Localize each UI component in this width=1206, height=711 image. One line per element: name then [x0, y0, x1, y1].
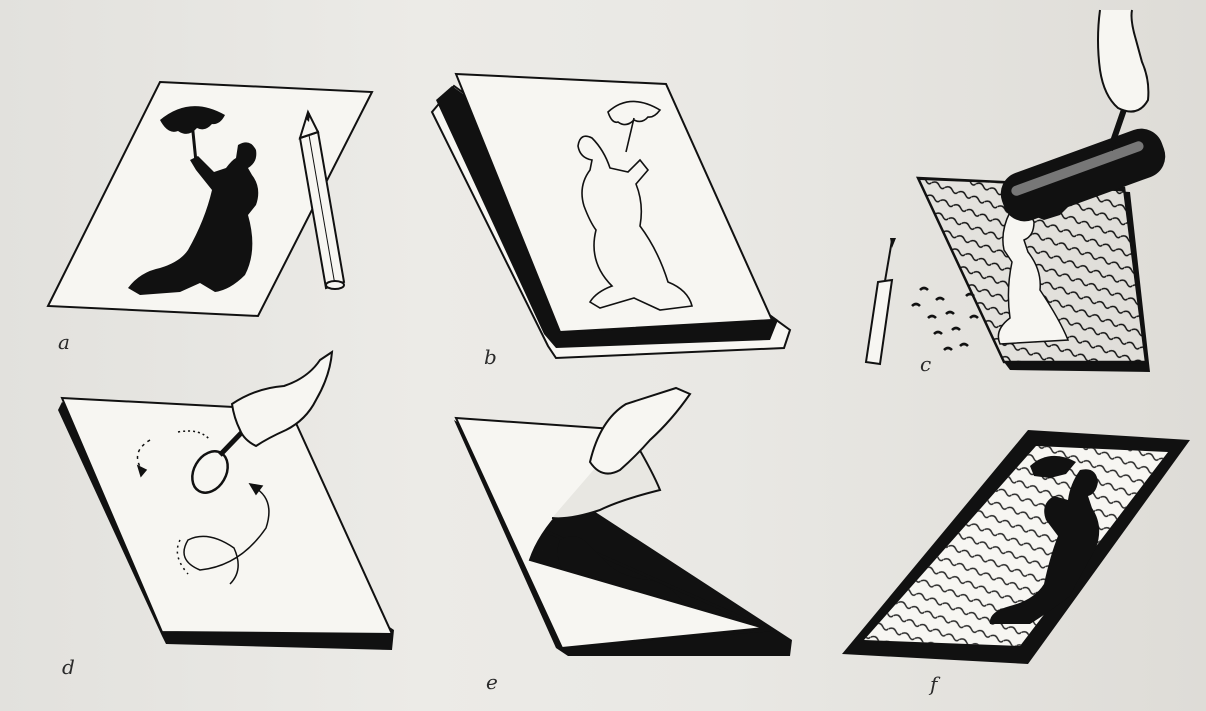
label-b: b [484, 345, 497, 369]
panel-d-paper [62, 398, 392, 634]
panel-f [842, 430, 1190, 664]
label-c: c [920, 352, 931, 376]
label-e: e [486, 670, 498, 694]
label-d: d [62, 655, 75, 679]
panel-c [866, 10, 1171, 372]
panel-b [432, 74, 790, 358]
label-a: a [58, 330, 70, 354]
panel-d-hand [232, 352, 332, 446]
panel-c-hand [1098, 10, 1148, 112]
label-f: f [930, 672, 937, 696]
panel-d [58, 352, 394, 650]
panel-e [454, 388, 792, 656]
panel-a [48, 82, 372, 316]
panel-c-wood-shavings [912, 288, 978, 350]
panel-c-gouge-tool [866, 238, 896, 364]
